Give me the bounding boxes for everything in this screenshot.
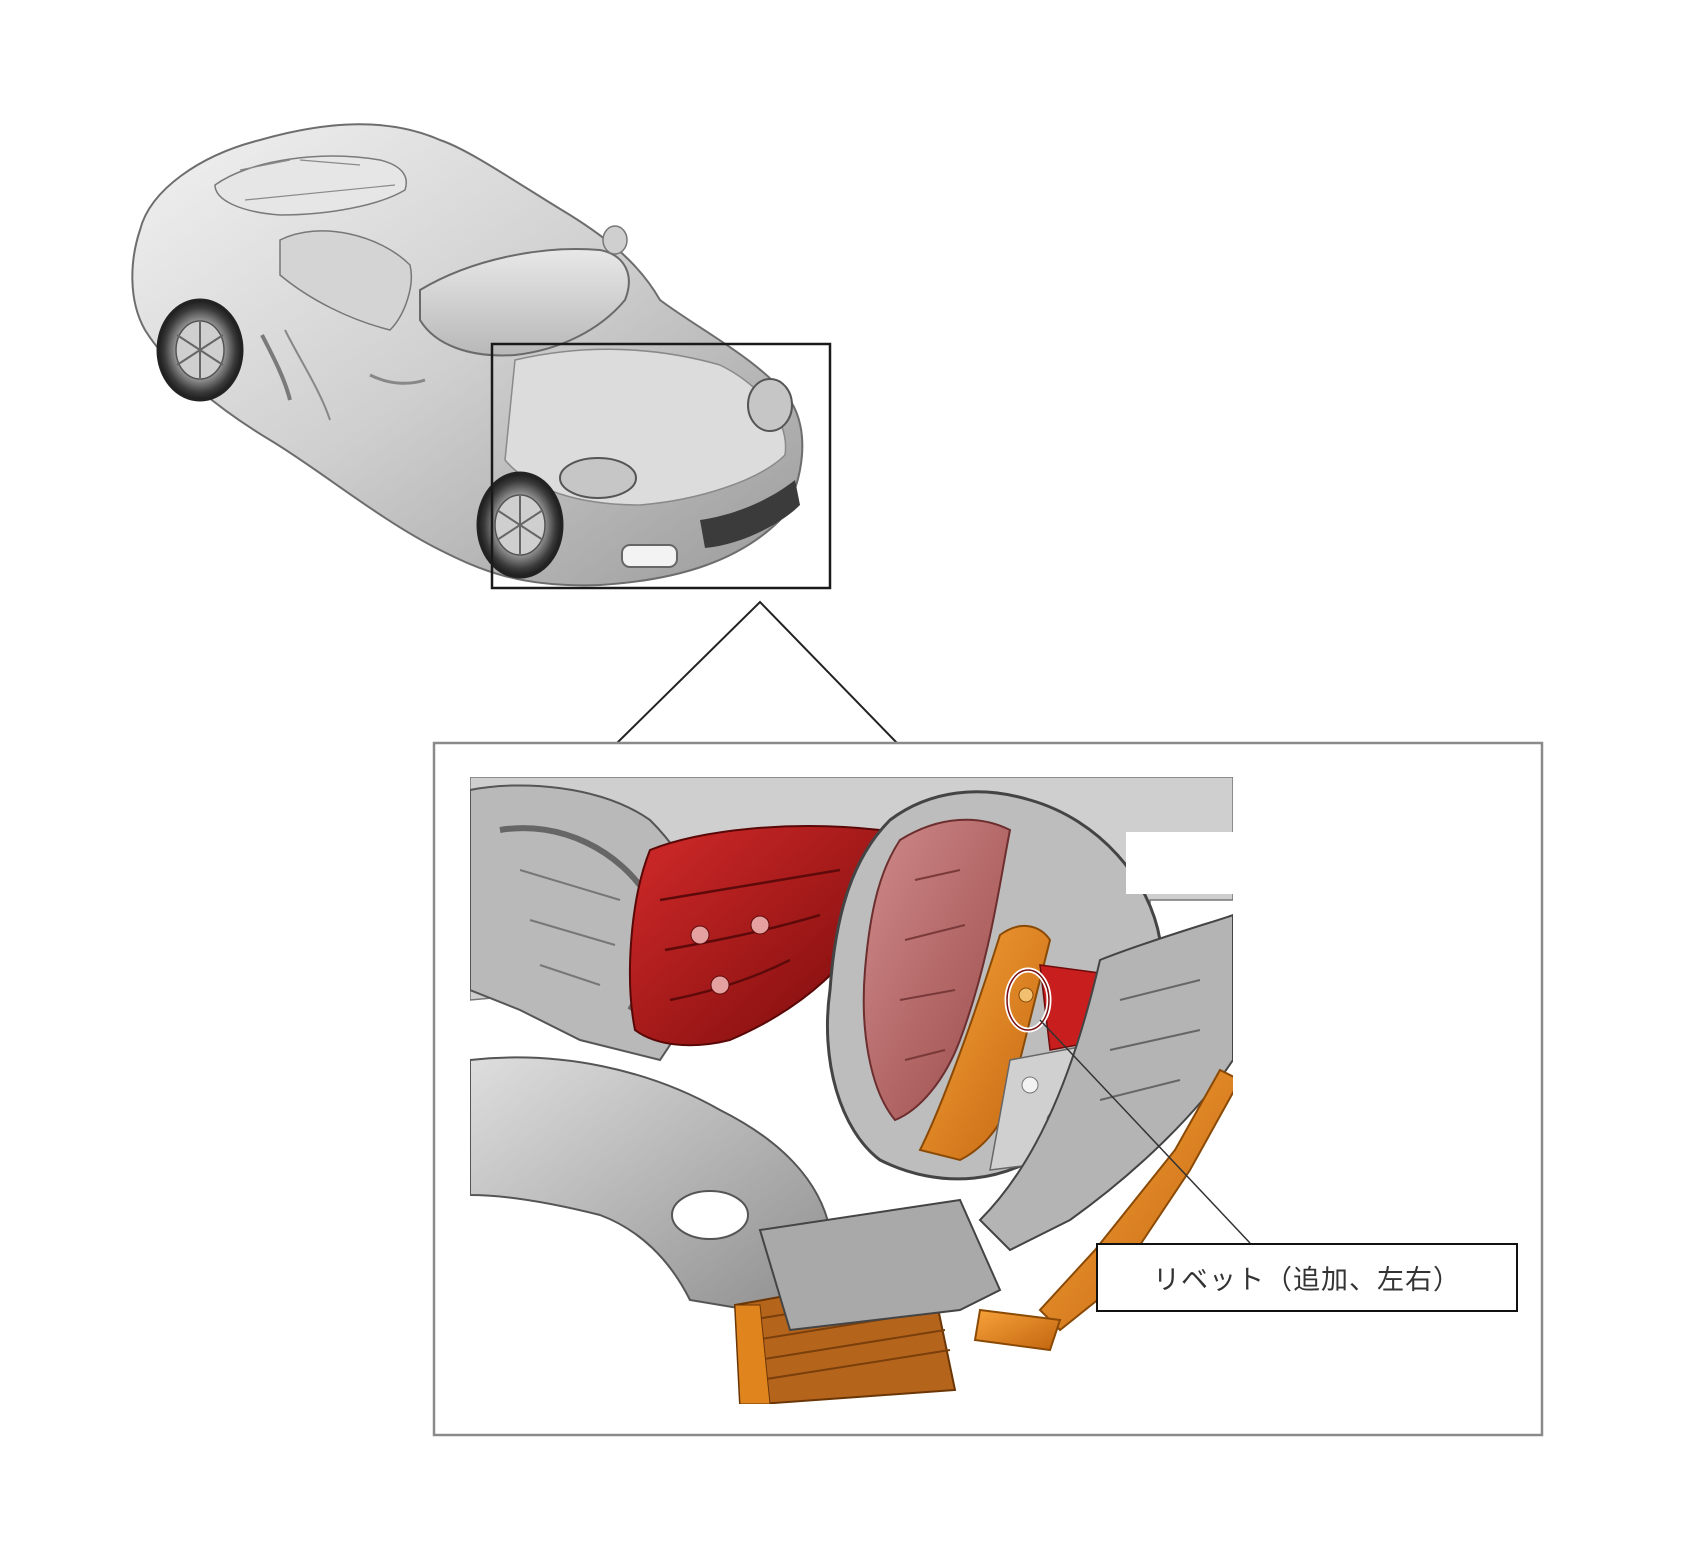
callout-leader-line bbox=[1039, 1019, 1251, 1244]
car-overview-icon bbox=[131, 123, 804, 587]
zoom-connector bbox=[616, 600, 898, 744]
zoom-frame bbox=[490, 342, 832, 590]
rivet-callout-label: リベット（追加、左右） bbox=[1096, 1243, 1518, 1312]
callout-text: リベット（追加、左右） bbox=[1153, 1265, 1461, 1296]
detail-frame bbox=[432, 741, 1544, 1437]
